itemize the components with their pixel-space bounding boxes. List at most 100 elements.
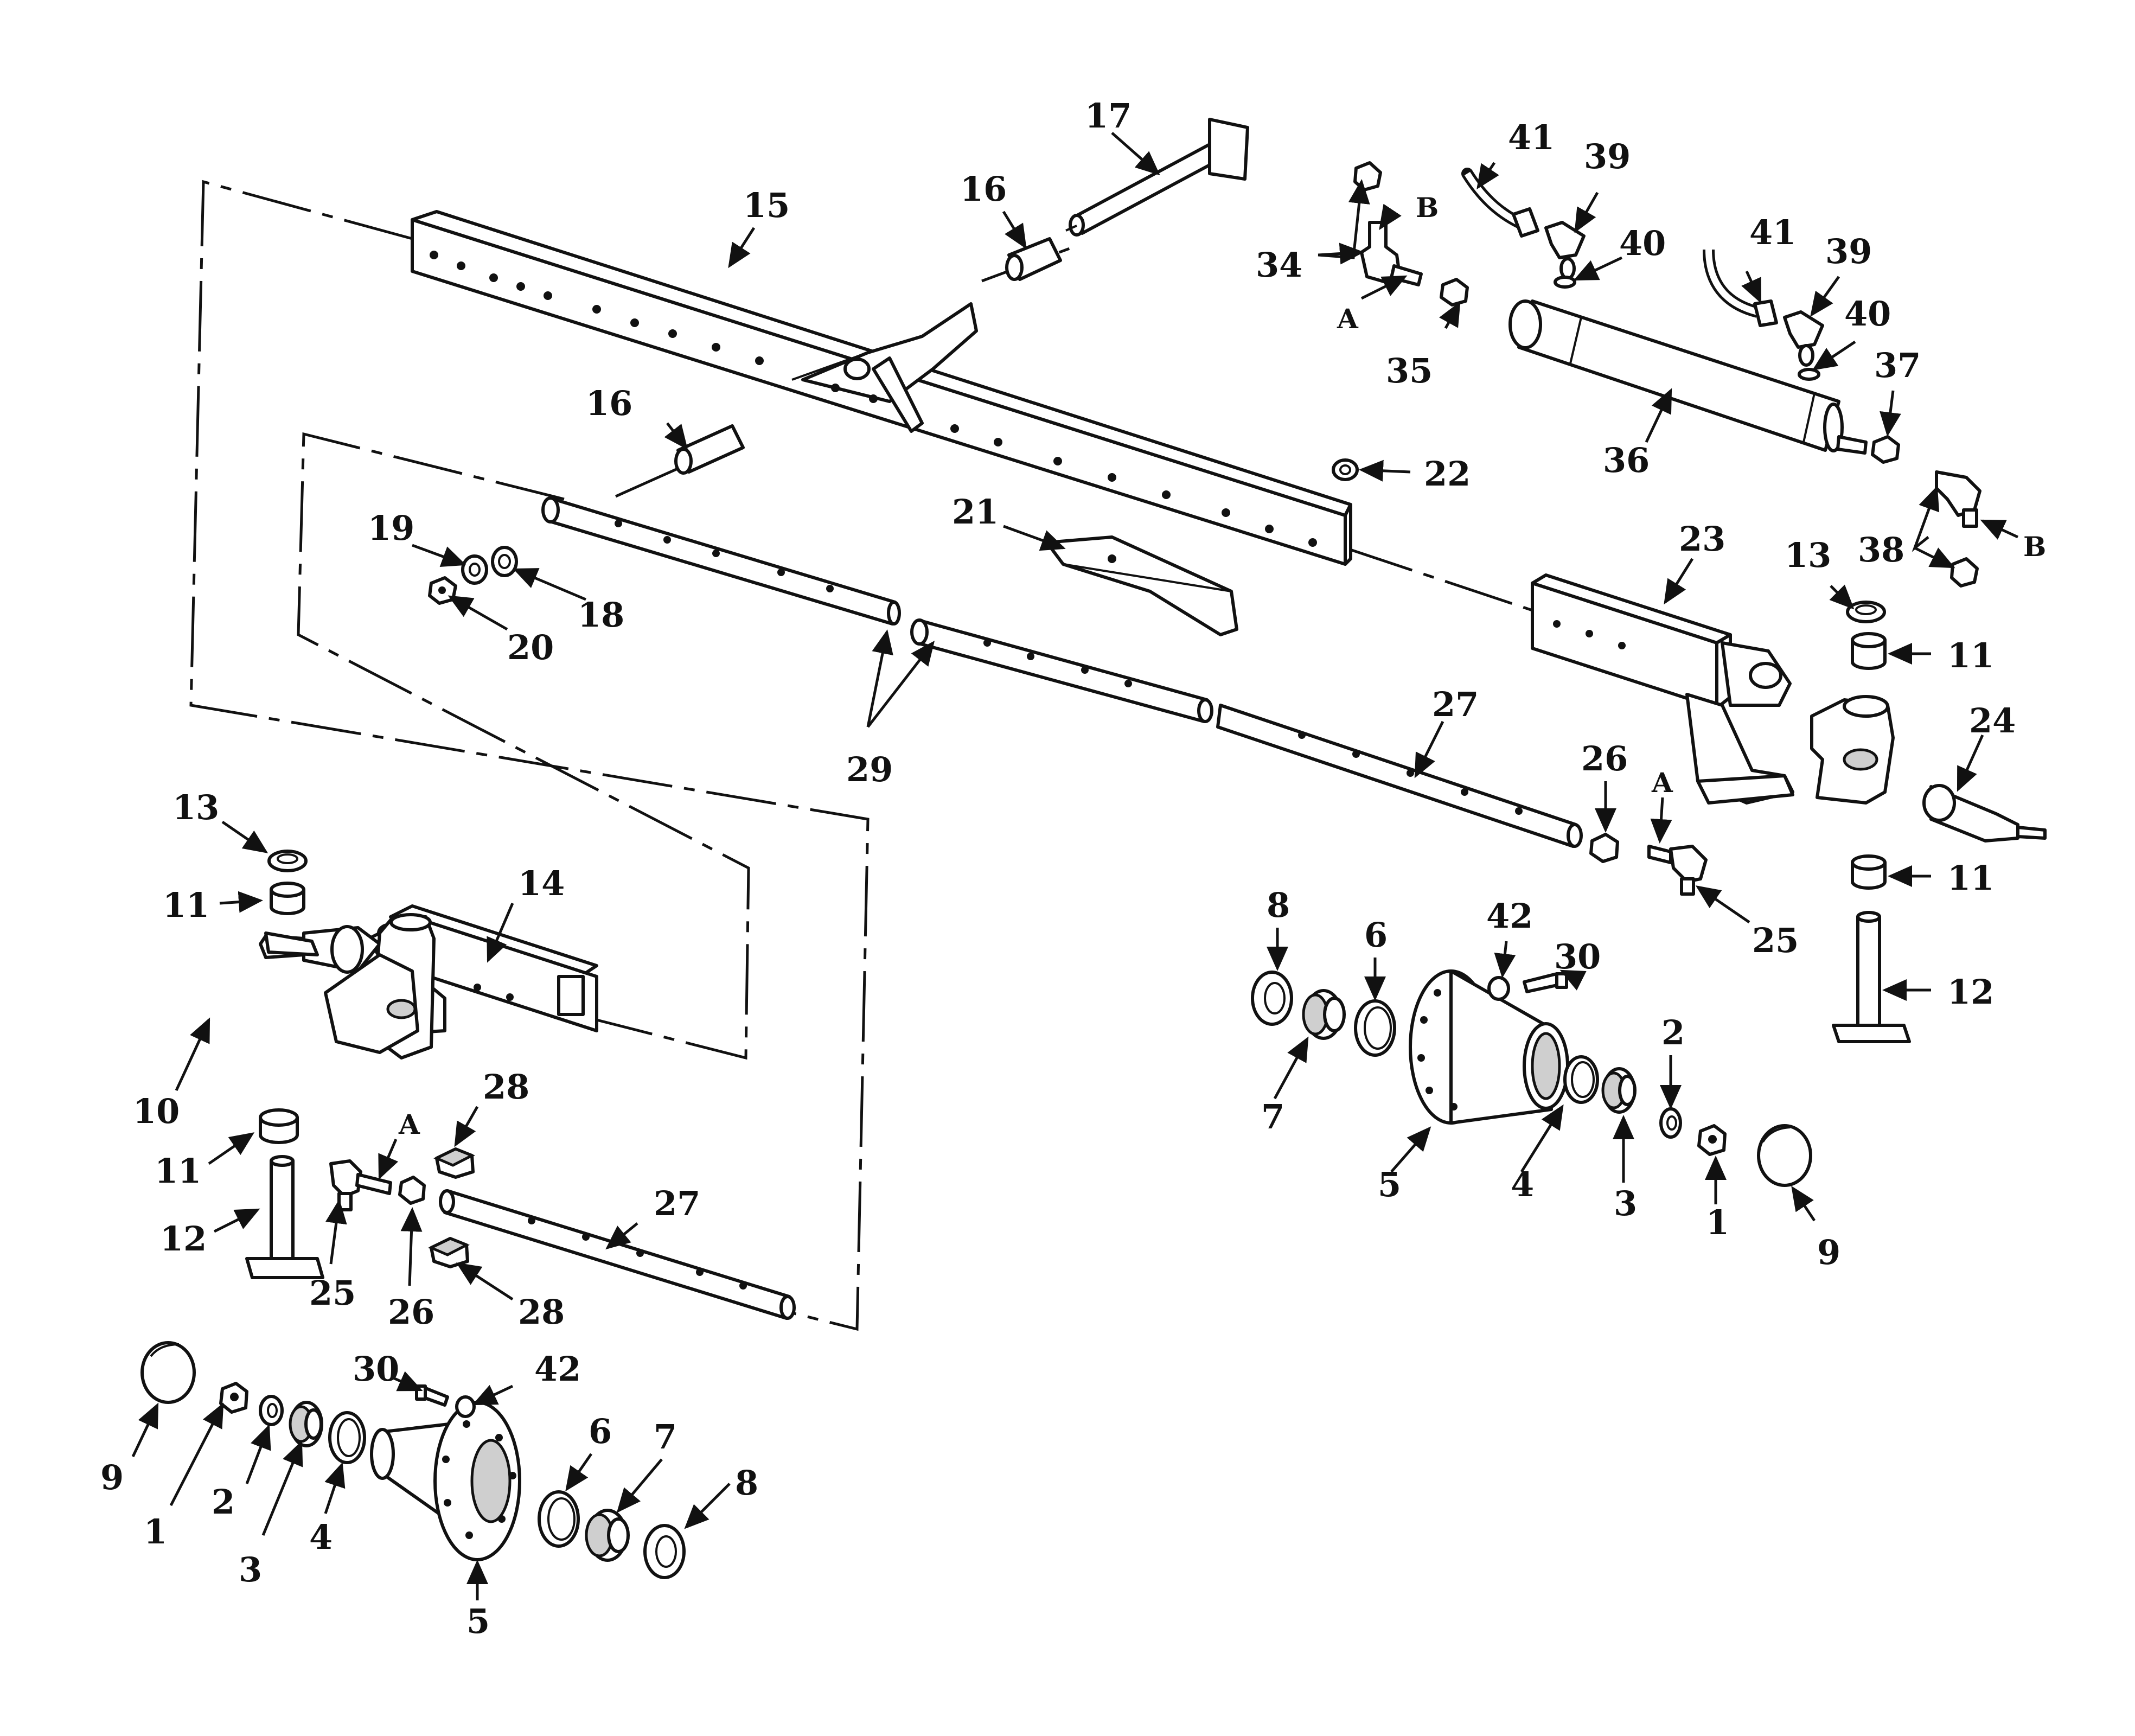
- hose-lower: [1703, 249, 1778, 327]
- callout-29: 29: [846, 750, 893, 789]
- nut-22: [1332, 458, 1359, 481]
- callout-4-left: 4: [309, 1517, 333, 1557]
- callout-4-right: 4: [1511, 1165, 1534, 1204]
- washer-2-left: [259, 1395, 284, 1426]
- bearing-3-left: [289, 1401, 323, 1447]
- seal-8-right: [1251, 971, 1293, 1026]
- callout-1-left: 1: [144, 1512, 167, 1552]
- center-tube-lower: [910, 618, 1213, 723]
- extension-tube-right: [1216, 704, 1583, 848]
- nut-1-left: [219, 1382, 248, 1414]
- nut-35: [1440, 278, 1469, 307]
- callout-12-left: 12: [160, 1219, 207, 1259]
- callout-28-lower: 28: [518, 1292, 565, 1332]
- callout-12-right: 12: [1947, 972, 1994, 1012]
- callout-11-right-upper: 11: [1947, 636, 1994, 675]
- frame-holes: [430, 251, 1317, 547]
- callout-17: 17: [1085, 96, 1132, 136]
- callout-26-right: 26: [1581, 739, 1628, 778]
- bearing-7-right: [1302, 989, 1346, 1040]
- callout-41-lower: 41: [1749, 213, 1796, 252]
- bearing-3-right: [1601, 1067, 1637, 1114]
- callout-7-right: 7: [1261, 1097, 1284, 1137]
- callout-27-left: 27: [654, 1184, 700, 1223]
- frame-beam: [411, 210, 1352, 566]
- bracket-21: [1045, 535, 1238, 636]
- callout-7-left: 7: [654, 1417, 677, 1457]
- callout-11-left-upper: 11: [163, 885, 209, 925]
- callout-3-left: 3: [239, 1550, 262, 1590]
- nut-20: [428, 576, 457, 605]
- callout-37: 37: [1874, 346, 1921, 385]
- tie-rod-end-38: [1935, 470, 1981, 588]
- callout-30-left: 30: [353, 1349, 399, 1389]
- callout-42-left: 42: [534, 1349, 581, 1389]
- callout-23: 23: [1679, 519, 1725, 559]
- callout-6-right: 6: [1364, 915, 1388, 955]
- nut-37: [1871, 435, 1900, 464]
- bushing-11-right-upper: [1851, 632, 1887, 670]
- bushing-11-left-lower: [259, 1108, 299, 1144]
- hub-5-left: [370, 1401, 521, 1561]
- callout-25-left: 25: [309, 1273, 356, 1313]
- washer-13-left: [267, 850, 308, 872]
- callout-36: 36: [1603, 441, 1650, 480]
- fitting-39-upper: [1544, 221, 1586, 280]
- callout-16-lower: 16: [586, 384, 632, 423]
- callout-25-right: 25: [1752, 921, 1799, 960]
- washer-42-left: [455, 1395, 476, 1418]
- callout-8-left: 8: [735, 1463, 758, 1503]
- cap-9-right: [1757, 1124, 1812, 1187]
- callout-6-left: 6: [589, 1412, 612, 1451]
- clamp-28-lower: [428, 1237, 470, 1268]
- callout-5-left: 5: [466, 1601, 490, 1641]
- bushing-lower: [674, 424, 745, 475]
- stud-30-left: [415, 1384, 449, 1407]
- bushing-11-left-upper: [270, 882, 305, 915]
- tie-rod-end-34: [1353, 161, 1423, 286]
- cup-6-left: [538, 1490, 580, 1548]
- reference-plane-frame: [189, 180, 870, 1331]
- washer-19: [461, 554, 488, 585]
- nut-26-right: [1589, 833, 1619, 863]
- leader-lines: [131, 132, 2019, 1600]
- callout-18: 18: [578, 595, 624, 635]
- callout-1-right: 1: [1706, 1203, 1729, 1242]
- callout-10: 10: [133, 1092, 180, 1131]
- callout-16-upper: 16: [960, 169, 1007, 209]
- nut-26-left: [398, 1176, 426, 1205]
- steering-cylinder: [1508, 299, 1868, 455]
- extension-tube-left: [439, 1189, 796, 1320]
- cup-4-left: [328, 1411, 366, 1464]
- callout-9-right: 9: [1817, 1233, 1840, 1272]
- callout-24: 24: [1969, 701, 2016, 741]
- callout-19: 19: [368, 508, 414, 548]
- callout-14: 14: [518, 864, 565, 903]
- callout-40-upper: 40: [1619, 224, 1666, 263]
- callout-5-right: 5: [1378, 1165, 1401, 1204]
- callout-26-left: 26: [388, 1292, 434, 1332]
- callout-38: 38: [1858, 530, 1904, 570]
- washer-13-right: [1846, 601, 1886, 623]
- callout-9-left: 9: [100, 1458, 124, 1497]
- reference-plane-axle: [297, 432, 750, 1060]
- callout-a-left: A: [398, 1108, 420, 1140]
- callout-a-upper: A: [1337, 303, 1359, 335]
- callout-b-right: B: [2023, 531, 2046, 563]
- washer-40-upper: [1554, 276, 1576, 289]
- callout-15: 15: [743, 186, 790, 225]
- callout-b-upper: B: [1416, 192, 1439, 224]
- center-tube-upper: [541, 496, 901, 626]
- king-pin-left: [245, 1155, 324, 1279]
- callout-13-right: 13: [1785, 535, 1831, 575]
- callout-22: 22: [1424, 454, 1471, 494]
- steering-spindle-right: [1810, 695, 2047, 843]
- washer-40-lower: [1798, 368, 1820, 381]
- callout-2-left: 2: [212, 1482, 235, 1522]
- clamp-28-upper: [433, 1147, 476, 1179]
- callout-labels: 17 16 15 41 39 34 B A 40 35 41 39 40 37 …: [100, 96, 2046, 1641]
- callout-21: 21: [952, 492, 999, 532]
- tie-rod-end-25-right: [1647, 845, 1708, 896]
- callout-28-upper: 28: [483, 1067, 529, 1107]
- callout-11-left-lower: 11: [155, 1151, 201, 1191]
